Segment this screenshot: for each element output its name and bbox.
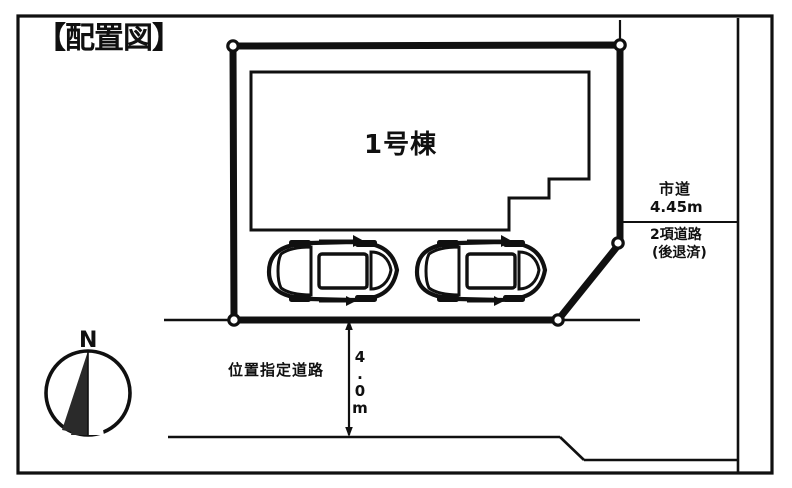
boundary-marker-se (551, 313, 565, 327)
south-road-lines (164, 318, 738, 462)
parking-stall-2 (414, 235, 548, 306)
boundary-marker-e (611, 236, 625, 250)
road-width-dimension (345, 320, 353, 437)
boundary-marker-nw (226, 39, 240, 53)
south-road-label: 位置指定道路 (228, 361, 325, 379)
compass-north-label: N (79, 328, 98, 353)
south-road-width-label: 4.0m (351, 348, 369, 416)
site-boundary (226, 38, 627, 327)
boundary-marker-sw (227, 313, 241, 327)
east-road-note-label: (後退済) (652, 245, 707, 261)
compass-north-icon (44, 349, 132, 437)
east-road-width-label: 4.45m (650, 198, 703, 216)
parking-direction-arrow-icon (467, 235, 512, 306)
boundary-marker-ne (613, 38, 627, 52)
building-footprint (249, 70, 591, 232)
page-title: 【配置図】 (36, 21, 182, 56)
building-label: 1号棟 (364, 130, 438, 160)
east-road-lines (618, 18, 740, 473)
parking-stall-1 (266, 235, 400, 306)
east-road-type-label: 2項道路 (650, 227, 702, 243)
parking-direction-arrow-icon (319, 235, 364, 306)
east-road-label: 市道 (659, 180, 692, 198)
drawing-frame (16, 14, 774, 475)
